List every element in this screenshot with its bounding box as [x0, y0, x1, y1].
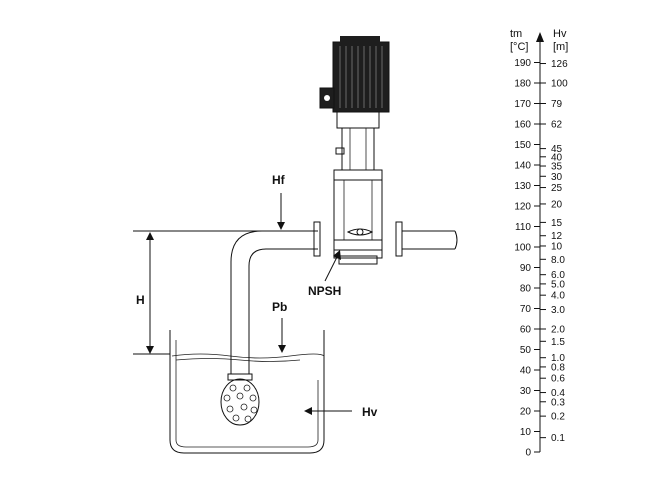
hv-tick-label: 5.0 [551, 279, 565, 290]
hv-tick-label: 0.2 [551, 412, 565, 423]
strainer-hole [250, 406, 258, 414]
hv-tick-label: 126 [551, 59, 568, 70]
hv-tick-label: 8.0 [551, 255, 565, 266]
tm-tick-label: 110 [515, 222, 531, 233]
tm-tick-label: 120 [514, 202, 531, 213]
hv-tick-label: 2.0 [551, 325, 565, 336]
scale-left-head-line2: [°C] [510, 41, 528, 53]
discharge-pipe [313, 221, 458, 257]
hv-label: Hv [362, 405, 378, 419]
strainer-hole [226, 405, 234, 413]
strainer [220, 373, 260, 426]
tm-tick-label: 190 [514, 58, 531, 69]
hv-tick-label: 20 [551, 199, 563, 210]
tm-tick-label: 180 [514, 79, 531, 90]
scale-left-head-line1: tm [510, 28, 522, 40]
vapour-pressure-scale: tm [°C] Hv [m] 0 10 20 30 40 50 60 70 80 90 100 110… [510, 28, 568, 459]
scale-arrowhead [536, 32, 544, 42]
strainer-hole [229, 384, 237, 392]
hv-tick-label: 30 [551, 172, 563, 183]
hv-tick-label: 6.0 [551, 270, 565, 281]
hv-tick-label: 4.0 [551, 291, 565, 302]
strainer-hole [243, 384, 251, 392]
strainer-hole [249, 394, 257, 402]
hv-tick-label: 62 [551, 120, 563, 131]
tm-tick-label: 160 [514, 120, 531, 131]
tm-tick-label: 80 [520, 284, 532, 295]
hf-label: Hf [272, 173, 286, 187]
npsh-arrow [324, 254, 339, 282]
tm-tick-label: 90 [520, 263, 532, 274]
tm-tick-label: 60 [520, 325, 532, 336]
h-label: H [136, 293, 145, 307]
hv-tick-label: 10 [551, 241, 563, 252]
tm-tick-label: 40 [520, 366, 532, 377]
tm-tick-label: 0 [525, 448, 531, 459]
tm-tick-label: 20 [520, 407, 532, 418]
hv-tick-label: 0.8 [551, 362, 565, 373]
pump-body [333, 169, 383, 265]
tm-tick-label: 170 [514, 99, 531, 110]
hv-tick-label: 3.0 [551, 305, 565, 316]
tm-tick-label: 130 [514, 181, 531, 192]
hv-tick-label: 1.5 [551, 337, 565, 348]
hv-tick-label: 35 [551, 162, 563, 173]
h-arrowhead-bottom [146, 346, 154, 354]
strainer-hole [232, 414, 240, 422]
water-tank [169, 330, 325, 454]
pump-coupling [335, 111, 380, 171]
npsh-label: NPSH [308, 284, 341, 298]
hf-arrowhead [277, 222, 285, 230]
hv-tick-label: 12 [551, 231, 563, 242]
hv-arrowhead [304, 407, 312, 415]
hv-tick-label: 0.6 [551, 374, 565, 385]
pb-arrowhead [278, 345, 286, 353]
tm-tick-label: 70 [520, 304, 532, 315]
strainer-hole [223, 394, 231, 402]
tm-tick-label: 50 [520, 345, 532, 356]
pb-label: Pb [272, 300, 287, 314]
hv-tick-label: 79 [551, 99, 563, 110]
tm-tick-label: 30 [520, 386, 532, 397]
scale-right-head-line2: [m] [553, 41, 568, 53]
pump-motor [319, 36, 390, 113]
hv-tick-label: 25 [551, 183, 563, 194]
suction-pipe [230, 230, 318, 374]
hv-tick-label: 0.3 [551, 397, 565, 408]
hv-tick-label: 40 [551, 152, 563, 163]
hv-tick-label: 0.4 [551, 388, 565, 399]
strainer-hole [244, 415, 252, 423]
scale-right-head-line1: Hv [553, 28, 567, 40]
tm-tick-label: 10 [520, 427, 532, 438]
strainer-hole [240, 403, 248, 411]
h-arrowhead-top [146, 232, 154, 240]
hv-tick-label: 100 [551, 79, 568, 90]
strainer-hole [236, 392, 244, 400]
npsh-arrowhead [333, 250, 341, 260]
tm-tick-label: 140 [514, 161, 531, 172]
tm-tick-label: 100 [514, 243, 531, 254]
hv-tick-label: 1.0 [551, 353, 565, 364]
hv-tick-label: 0.1 [551, 433, 565, 444]
hv-tick-label: 15 [551, 218, 563, 229]
hv-tick-label: 45 [551, 144, 563, 155]
tm-tick-label: 150 [514, 140, 531, 151]
